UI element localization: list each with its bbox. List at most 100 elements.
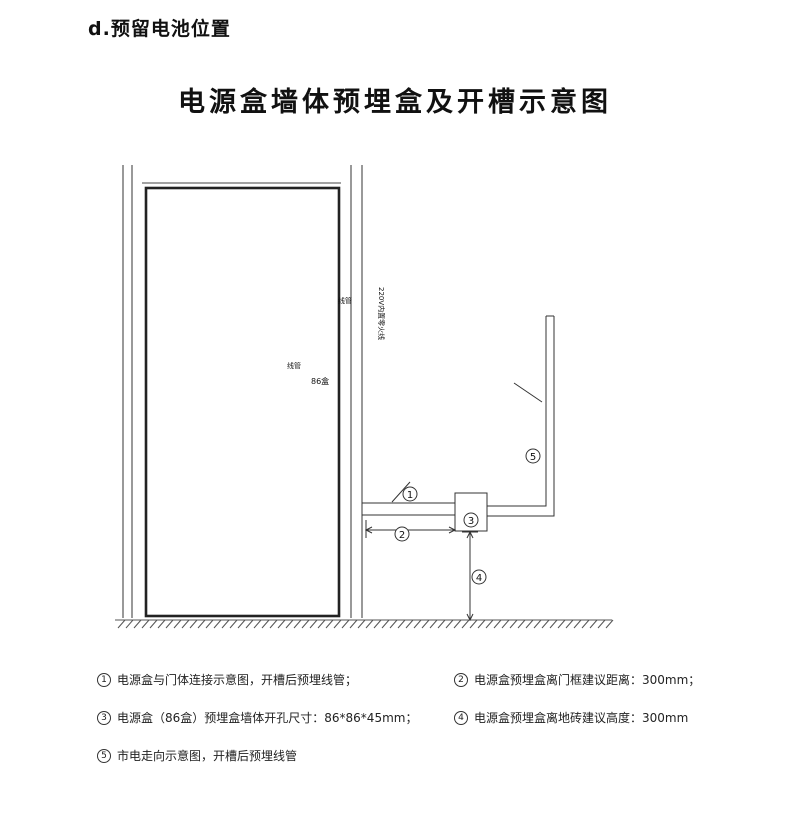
dimension-4-arrow-top [466,530,474,539]
floor-hatch-mark [309,619,318,629]
legend-item-4: 4 电源盒预埋盒离地砖建议高度：300mm [454,709,688,726]
floor-hatch-mark [485,619,494,629]
floor-hatch-mark [317,619,326,629]
label-box: 86盒 [311,376,329,386]
callout-5-label: 5 [530,452,536,463]
floor-hatch [117,619,614,629]
floor-hatch-mark [605,619,614,629]
floor-hatch-mark [277,619,286,629]
callout-3-circle [463,512,479,528]
floor-hatch-mark [213,619,222,629]
floor-hatch-mark [293,619,302,629]
floor-hatch-mark [501,619,510,629]
floor-hatch-mark [429,619,438,629]
legend-num-1: 1 [97,672,111,687]
floor-hatch-mark [437,619,446,629]
legend-item-5: 5 市电走向示意图，开槽后预埋线管 [97,747,297,764]
floor-hatch-mark [541,619,550,629]
floor-hatch-mark [493,619,502,629]
callout-2-circle [394,526,410,542]
floor-hatch-mark [549,619,558,629]
legend-text-3: 电源盒（86盒）预埋盒墙体开孔尺寸：86*86*45mm； [117,711,418,725]
label-pipe-mid: 线管 [287,361,301,370]
floor-hatch-mark [165,619,174,629]
legend-text-5: 市电走向示意图，开槽后预埋线管 [117,749,298,763]
floor-hatch-mark [525,619,534,629]
floor-hatch-mark [365,619,374,629]
floor-hatch-mark [229,619,238,629]
legend-item-2: 2 电源盒预埋盒离门框建议距离：300mm； [454,671,700,688]
floor-hatch-mark [477,619,486,629]
floor-hatch-mark [517,619,526,629]
diagram-title: 电源盒墙体预埋盒及开槽示意图 [178,87,612,118]
floor-hatch-mark [405,619,414,629]
floor-hatch-mark [413,619,422,629]
floor-hatch-mark [469,619,478,629]
floor-hatch-mark [149,619,158,629]
floor-hatch-mark [269,619,278,629]
legend-item-3: 3 电源盒（86盒）预埋盒墙体开孔尺寸：86*86*45mm； [97,709,417,726]
mains-pipe-outer [487,316,547,507]
floor-hatch-mark [253,619,262,629]
section-label: d.预留电池位置 [88,18,231,40]
floor-hatch-mark [373,619,382,629]
floor-hatch-mark [125,619,134,629]
callout-2-label: 2 [399,530,405,541]
callout-3-label: 3 [468,516,474,527]
floor-hatch-mark [453,619,462,629]
floor-hatch-mark [237,619,246,629]
callout-4-circle [471,569,487,585]
floor-hatch-mark [573,619,582,629]
legend-text-1: 电源盒与门体连接示意图，开槽后预埋线管； [117,673,358,687]
label-pipe-top: 线管 [338,296,352,305]
floor-hatch-mark [325,619,334,629]
legend-num-2: 2 [454,672,468,687]
legend-num-4: 4 [454,710,468,725]
callout-4-label: 4 [476,573,482,584]
floor-hatch-mark [341,619,350,629]
callout-1-label: 1 [407,490,413,501]
floor-hatch-mark [197,619,206,629]
floor-hatch-mark [301,619,310,629]
floor-hatch-mark [557,619,566,629]
floor-hatch-mark [333,619,342,629]
callout-1-circle [402,486,418,502]
floor-hatch-mark [141,619,150,629]
floor-hatch-mark [509,619,518,629]
floor-hatch-mark [445,619,454,629]
floor-hatch-mark [261,619,270,629]
floor-hatch-mark [173,619,182,629]
callout-5-leader [513,382,543,403]
callout-1-leader [391,481,411,503]
floor-hatch-mark [389,619,398,629]
floor-hatch-mark [461,619,470,629]
legend-num-3: 3 [97,710,111,725]
mains-pipe-inner [487,316,555,517]
floor [115,619,614,629]
legend-num-5: 5 [97,748,111,763]
floor-hatch-mark [117,619,126,629]
legend-text-4: 电源盒预埋盒离地砖建议高度：300mm [474,711,689,725]
floor-hatch-mark [245,619,254,629]
floor-hatch-mark [581,619,590,629]
floor-hatch-mark [597,619,606,629]
callout-5-circle [525,448,541,464]
floor-hatch-mark [565,619,574,629]
floor-hatch-mark [157,619,166,629]
floor-hatch-mark [397,619,406,629]
label-live-wire: 220V内置零火线 [377,287,386,340]
floor-hatch-mark [285,619,294,629]
box-86 [454,492,488,532]
floor-hatch-mark [357,619,366,629]
floor-hatch-mark [589,619,598,629]
floor-hatch-mark [381,619,390,629]
floor-hatch-mark [349,619,358,629]
floor-hatch-mark [421,619,430,629]
legend-text-2: 电源盒预埋盒离门框建议距离：300mm； [474,673,701,687]
door-panel [144,186,341,618]
floor-hatch-mark [533,619,542,629]
legend-item-1: 1 电源盒与门体连接示意图，开槽后预埋线管； [97,671,357,688]
floor-hatch-mark [181,619,190,629]
